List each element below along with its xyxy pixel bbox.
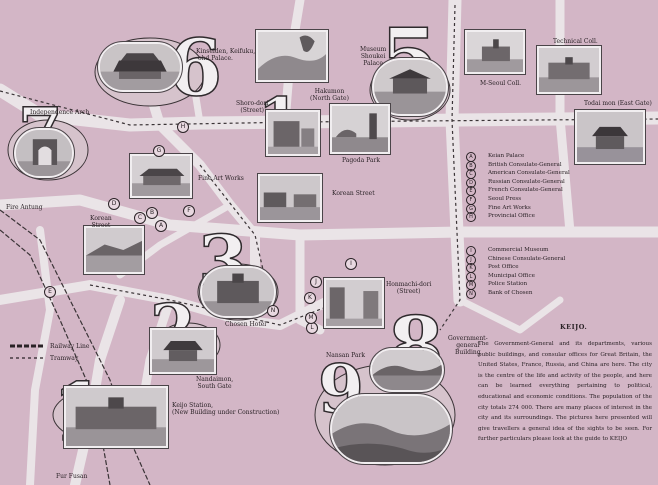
legend-text: Municipal Office xyxy=(488,272,535,279)
label-fire-antung: Fire Antung xyxy=(6,204,43,211)
map-marker-h: H xyxy=(177,121,189,133)
label-gov-general: Government- general Building xyxy=(448,335,488,356)
photo-honmachi-dori xyxy=(323,277,385,329)
legend-key: N xyxy=(466,288,476,299)
photo-fine-art-works xyxy=(129,153,193,199)
photo-hakumon-north-gate xyxy=(255,29,329,83)
legend-text: Post Office xyxy=(488,264,519,271)
label-chosen-hotel: Chosen Hotel xyxy=(225,321,267,328)
label-honmachi: Honmachi-dori (Street) xyxy=(386,281,432,295)
label-pagoda-park: Pagoda Park xyxy=(342,157,380,164)
photo-pagoda-park xyxy=(329,103,391,155)
map-marker-c: C xyxy=(134,212,146,224)
map-marker-g: G xyxy=(153,145,165,157)
railway-line-label: Railway Line xyxy=(50,343,90,350)
legend-text: Provincial Office xyxy=(488,213,535,220)
label-technical-coll: Technical Coll. xyxy=(553,38,598,45)
legend-text: French Consulate-General xyxy=(488,187,563,194)
map-marker-d: D xyxy=(108,198,120,210)
label-korean-street-left: Korean Street xyxy=(90,215,112,229)
line-legend-swatches xyxy=(10,344,44,359)
label-museum: Museum Shoukei Palace xyxy=(360,46,387,67)
line-legend: Railway Line Tramway xyxy=(10,340,120,366)
photo-korean-street xyxy=(257,173,323,223)
photo-korean-street-left xyxy=(83,225,145,275)
label-nandaimon: Nandaimon, South Gate xyxy=(196,376,234,390)
photo-nansan-park xyxy=(329,393,453,465)
caption-body: The Government-General and its departmen… xyxy=(478,341,652,443)
photo-government-general xyxy=(369,347,445,393)
legend-text: British Consulate-General xyxy=(488,161,562,168)
label-korean-street: Korean Street xyxy=(332,190,375,197)
photo-kinsaiden-palace xyxy=(97,41,183,93)
label-fine-art-works: Fine Art Works xyxy=(198,175,244,182)
map-marker-b: B xyxy=(146,207,158,219)
label-hakumon: Hakumon (North Gate) xyxy=(310,88,349,102)
map-marker-k: K xyxy=(304,292,316,304)
legend-text: Russian Consulate-General xyxy=(488,178,565,185)
legend-text: Chinese Consulate-General xyxy=(488,255,566,262)
legend-text: Seoul Press xyxy=(488,195,522,202)
legend-text: Commercial Museum xyxy=(488,247,549,253)
map-marker-f: F xyxy=(183,205,195,217)
map-marker-n: N xyxy=(267,305,279,317)
legend-text: Police Station xyxy=(488,281,528,288)
photo-shoro-dori-street xyxy=(265,109,321,157)
label-mseoul-coll: M-Seoul Coll. xyxy=(480,80,522,87)
map-marker-e: E xyxy=(44,286,56,298)
photo-chosen-hotel xyxy=(199,265,277,319)
photo-technical-college xyxy=(536,45,602,95)
photo-mseoul-college xyxy=(464,29,526,75)
label-keijo-station: Keijo Station, (New Building under Const… xyxy=(172,402,280,416)
label-kinsaiden: Kinseiden, Keifuku, -ohd Palace. xyxy=(196,48,256,62)
legend-key: H xyxy=(466,212,476,223)
map-marker-m: M xyxy=(305,312,317,324)
label-nansan-park: Nansan Park xyxy=(326,352,365,359)
legend-text: Fine Art Works xyxy=(488,204,531,211)
label-todai-mon: Todai mon (East Gate) xyxy=(584,100,652,107)
label-independence-arch: Independence Arch xyxy=(30,109,90,116)
legend-text: American Consulate-General xyxy=(488,170,570,177)
legend-text: Keian Palace xyxy=(488,153,525,159)
legend-text: Bank of Chosen xyxy=(488,289,533,296)
label-fur-fusan: Fur Fusan xyxy=(56,473,88,480)
photo-keijo-station xyxy=(63,385,169,449)
photo-todai-mon-east-gate xyxy=(574,109,646,165)
photo-independence-arch xyxy=(13,127,75,179)
caption-title: KEIJO. xyxy=(560,323,588,331)
label-shoro-dori: Shoro-dori (Street) xyxy=(236,100,269,114)
photo-nandaimon-south-gate xyxy=(149,327,217,375)
map-marker-i: I xyxy=(345,258,357,270)
map-marker-a: A xyxy=(155,220,167,232)
tramway-label: Tramway xyxy=(50,355,79,362)
map-marker-j: J xyxy=(310,276,322,288)
